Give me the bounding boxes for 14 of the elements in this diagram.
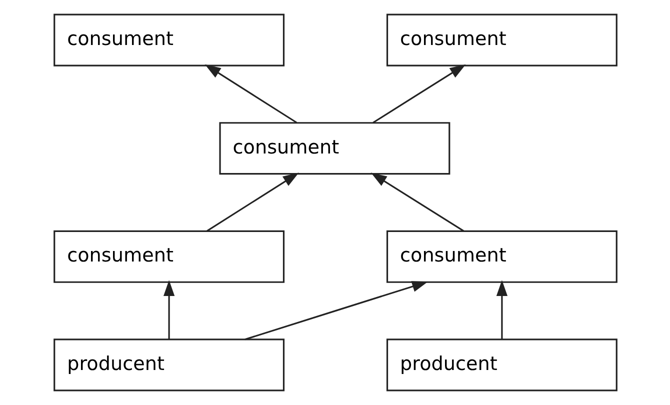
arrow [162,280,174,339]
arrow [244,281,428,340]
node-box: consument [386,230,617,283]
arrow [496,280,508,339]
node-box: consument [53,230,284,283]
node-box: consument [386,14,617,66]
arrow [372,64,466,124]
node-box: producent [386,338,617,392]
node-box: consument [218,122,450,175]
arrow [206,172,298,232]
node-box: consument [53,14,284,66]
arrow [204,64,297,124]
arrow [370,172,464,232]
node-box: producent [53,338,284,392]
